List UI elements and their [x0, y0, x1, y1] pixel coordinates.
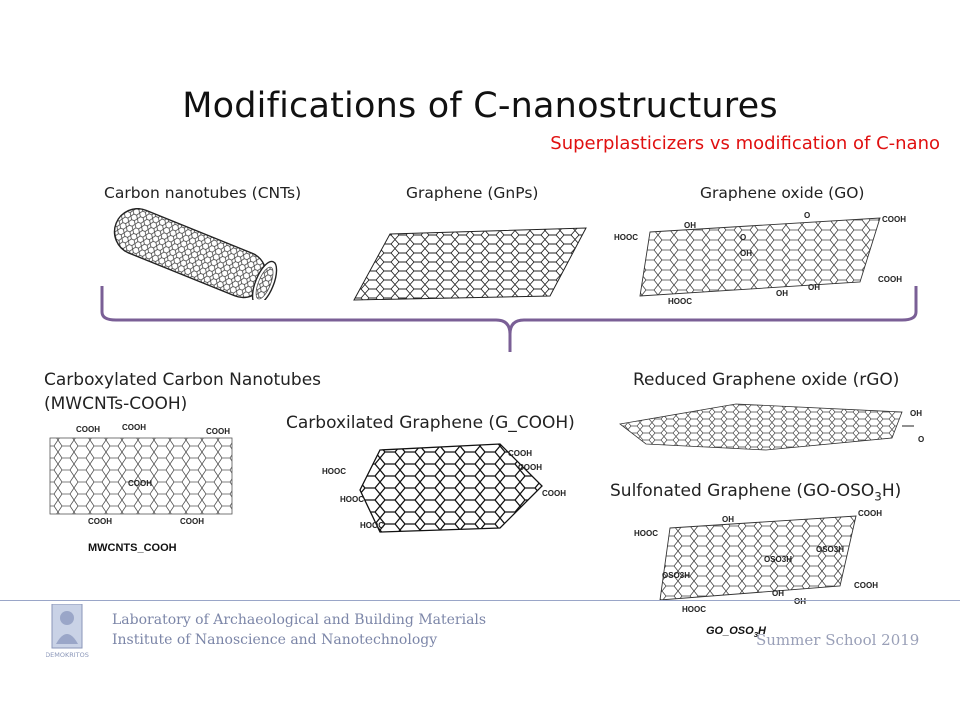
go-oh-2: OH	[740, 249, 752, 258]
sgo-oso3h-3: OSO3H	[662, 571, 690, 580]
mwcnt-cooh-6: COOH	[128, 479, 152, 488]
rgo-oh: OH	[910, 409, 922, 418]
sulfonated-graphene-image: HOOC COOH COOH HOOC OH OH OH OSO3H OSO3H…	[634, 509, 882, 614]
go-hooc-1: HOOC	[614, 233, 638, 242]
lab-name: Laboratory of Archaeological and Buildin…	[112, 612, 487, 628]
demokritos-logo: DEMOKRITOS	[46, 604, 89, 659]
go-oh-1: OH	[684, 221, 696, 230]
sgo-cooh-1: COOH	[858, 509, 882, 518]
mwcnt-cooh-5: COOH	[180, 517, 204, 526]
slide-subtitle: Superplasticizers vs modification of C-n…	[550, 133, 940, 154]
summer-school-label: Summer School 2019	[756, 631, 920, 649]
mwcnt-label-line1: Carboxylated Carbon Nanotubes	[44, 370, 322, 390]
gcooh-hooc-3: HOOC	[360, 521, 384, 530]
go-label: Graphene oxide (GO)	[700, 184, 865, 202]
reduced-graphene-oxide-image: OH O	[619, 403, 924, 451]
go-o-1: O	[804, 211, 810, 220]
gcooh-cooh-3: COOH	[542, 489, 566, 498]
slide-title: Modifications of C-nanostructures	[182, 86, 778, 126]
grouping-bracket	[100, 286, 918, 352]
footer-divider	[0, 600, 960, 601]
go-o-2: O	[740, 233, 746, 242]
gcooh-hooc-1: HOOC	[322, 467, 346, 476]
sgo-label-prefix: Sulfonated Graphene (GO-OSO	[610, 481, 875, 501]
cnt-label: Carbon nanotubes (CNTs)	[104, 184, 302, 202]
gcooh-label: Carboxilated Graphene (G_COOH)	[286, 413, 575, 433]
mwcnt-label-line2: (MWCNTs-COOH)	[44, 394, 188, 414]
sgo-oso3h-2: OSO3H	[764, 555, 792, 564]
institute-name: Institute of Nanoscience and Nanotechnol…	[112, 632, 438, 648]
sgo-oh-2: OH	[772, 589, 784, 598]
sgo-hooc-2: HOOC	[682, 605, 706, 614]
carboxylated-graphene-image: HOOC HOOC HOOC COOH COOH COOH	[322, 443, 566, 533]
rgo-label: Reduced Graphene oxide (rGO)	[633, 370, 900, 390]
sgo-caption-sub: 3	[753, 630, 758, 640]
mwcnt-cooh-4: COOH	[88, 517, 112, 526]
sgo-hooc-1: HOOC	[634, 529, 658, 538]
gcooh-cooh-2: COOH	[518, 463, 542, 472]
rgo-o: O	[918, 435, 924, 444]
gcooh-hooc-2: HOOC	[340, 495, 364, 504]
sgo-oh-3: OH	[794, 597, 806, 606]
logo-caption: DEMOKRITOS	[46, 651, 89, 659]
graphene-oxide-image: HOOC COOH COOH HOOC OH OH OH OH O O	[614, 211, 906, 306]
sgo-caption-suffix: H	[757, 625, 766, 637]
gnp-label: Graphene (GnPs)	[406, 184, 539, 202]
mwcnt-cooh-image: COOH COOH COOH COOH COOH COOH	[49, 423, 233, 526]
sgo-label-sub: 3	[874, 489, 882, 504]
carbon-nanotube-image	[113, 208, 278, 300]
sgo-label-suffix: H)	[881, 481, 902, 501]
gcooh-cooh-1: COOH	[508, 449, 532, 458]
go-oh-4: OH	[808, 283, 820, 292]
sgo-oso3h-1: OSO3H	[816, 545, 844, 554]
go-cooh-2: COOH	[878, 275, 902, 284]
go-cooh-1: COOH	[882, 215, 906, 224]
sgo-caption-prefix: GO_OSO	[706, 625, 754, 637]
mwcnt-cooh-1: COOH	[76, 425, 100, 434]
sgo-caption: GO_OSO3H	[706, 625, 766, 639]
sgo-cooh-2: COOH	[854, 581, 878, 590]
go-oh-3: OH	[776, 289, 788, 298]
sgo-oh-1: OH	[722, 515, 734, 524]
mwcnt-cooh-3: COOH	[206, 427, 230, 436]
sgo-label: Sulfonated Graphene (GO-OSO3H)	[610, 481, 901, 503]
mwcnt-caption: MWCNTS_COOH	[88, 542, 177, 554]
mwcnt-cooh-2: COOH	[122, 423, 146, 432]
graphene-sheet-image	[353, 227, 587, 301]
go-hooc-2: HOOC	[668, 297, 692, 306]
